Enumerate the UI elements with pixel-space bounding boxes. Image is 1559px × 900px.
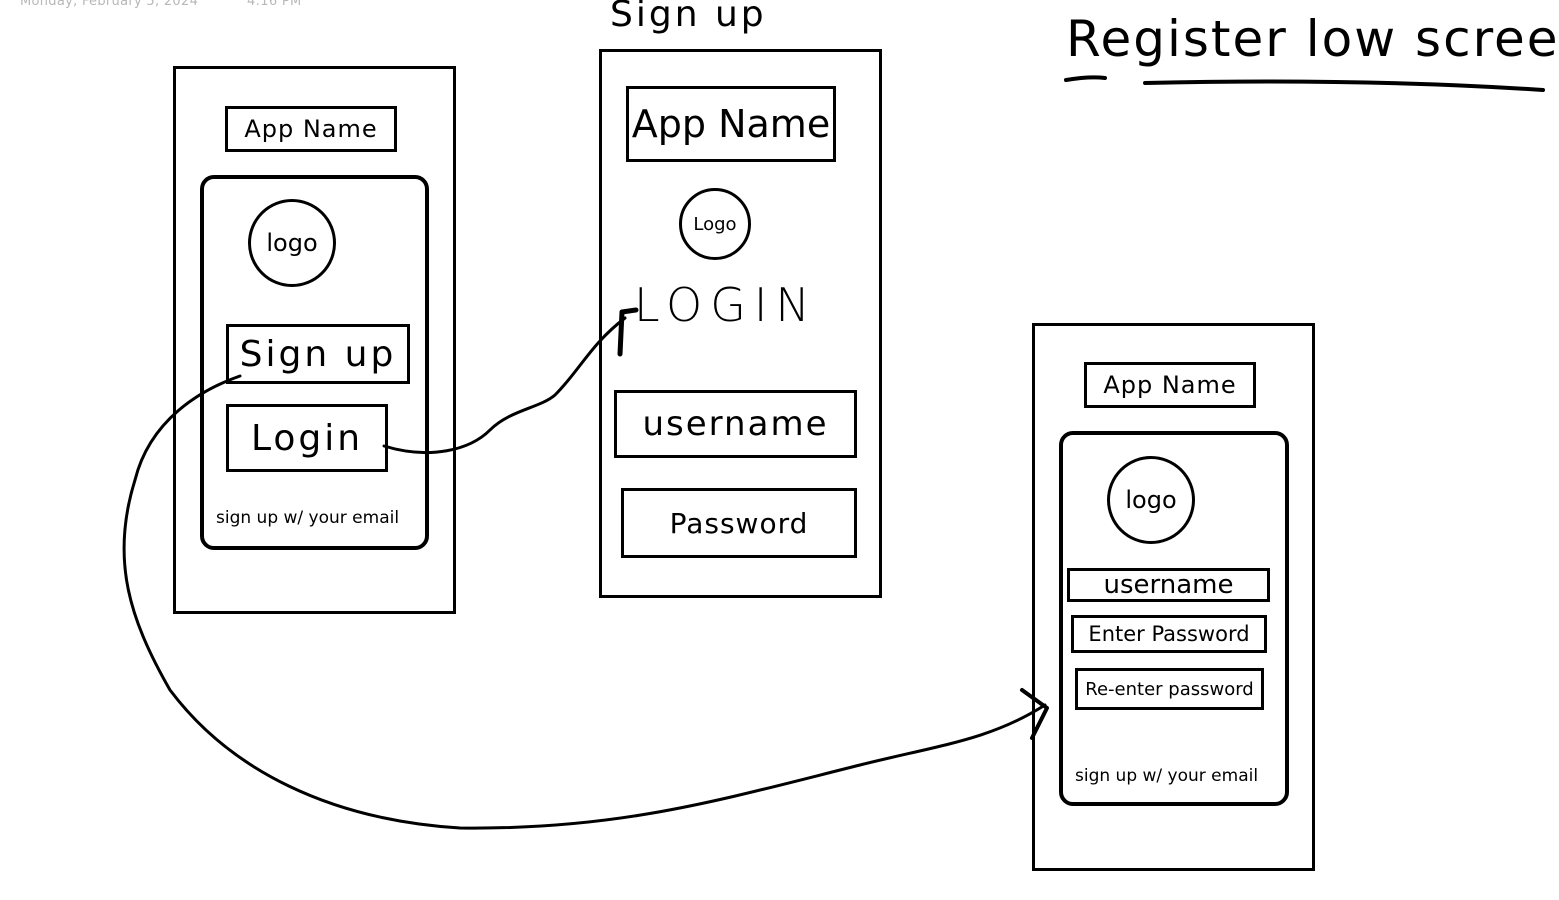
arrowhead-signup <box>1020 688 1049 740</box>
login-screen-frame <box>599 49 882 598</box>
login-heading: LOGIN <box>634 278 818 332</box>
register-username-field[interactable]: username <box>1067 568 1270 602</box>
arrow-login-to-login-screen <box>382 316 627 454</box>
register-password-field[interactable]: Enter Password <box>1071 615 1267 653</box>
time-text: 4:16 PM <box>247 0 302 9</box>
page-title: Register low screen <box>1066 10 1559 68</box>
login-app-name: App Name <box>626 86 836 162</box>
timestamp-note: Monday, February 5, 2024 4:16 PM <box>20 0 302 9</box>
welcome-logo: logo <box>248 199 336 287</box>
login-username-field[interactable]: username <box>614 390 857 458</box>
login-logo: Logo <box>679 188 751 260</box>
login-password-field[interactable]: Password <box>621 488 857 558</box>
welcome-card <box>200 175 429 550</box>
arrow-signup-to-register-screen <box>122 374 1047 830</box>
date-text: Monday, February 5, 2024 <box>20 0 199 9</box>
register-logo: logo <box>1107 456 1195 544</box>
register-app-name: App Name <box>1084 362 1256 408</box>
signup-screen-title: Sign up <box>610 0 767 35</box>
register-card <box>1059 431 1289 806</box>
signup-button[interactable]: Sign up <box>226 324 410 384</box>
register-reenter-password-field[interactable]: Re-enter password <box>1075 668 1264 710</box>
register-email-link[interactable]: sign up w/ your email <box>1075 766 1259 786</box>
register-screen-frame <box>1032 323 1315 871</box>
login-button[interactable]: Login <box>226 404 388 472</box>
arrowhead-login <box>617 307 639 357</box>
welcome-screen-frame <box>173 66 456 614</box>
welcome-app-name: App Name <box>225 106 397 152</box>
welcome-email-link[interactable]: sign up w/ your email <box>216 508 400 528</box>
title-underline <box>1064 75 1545 92</box>
